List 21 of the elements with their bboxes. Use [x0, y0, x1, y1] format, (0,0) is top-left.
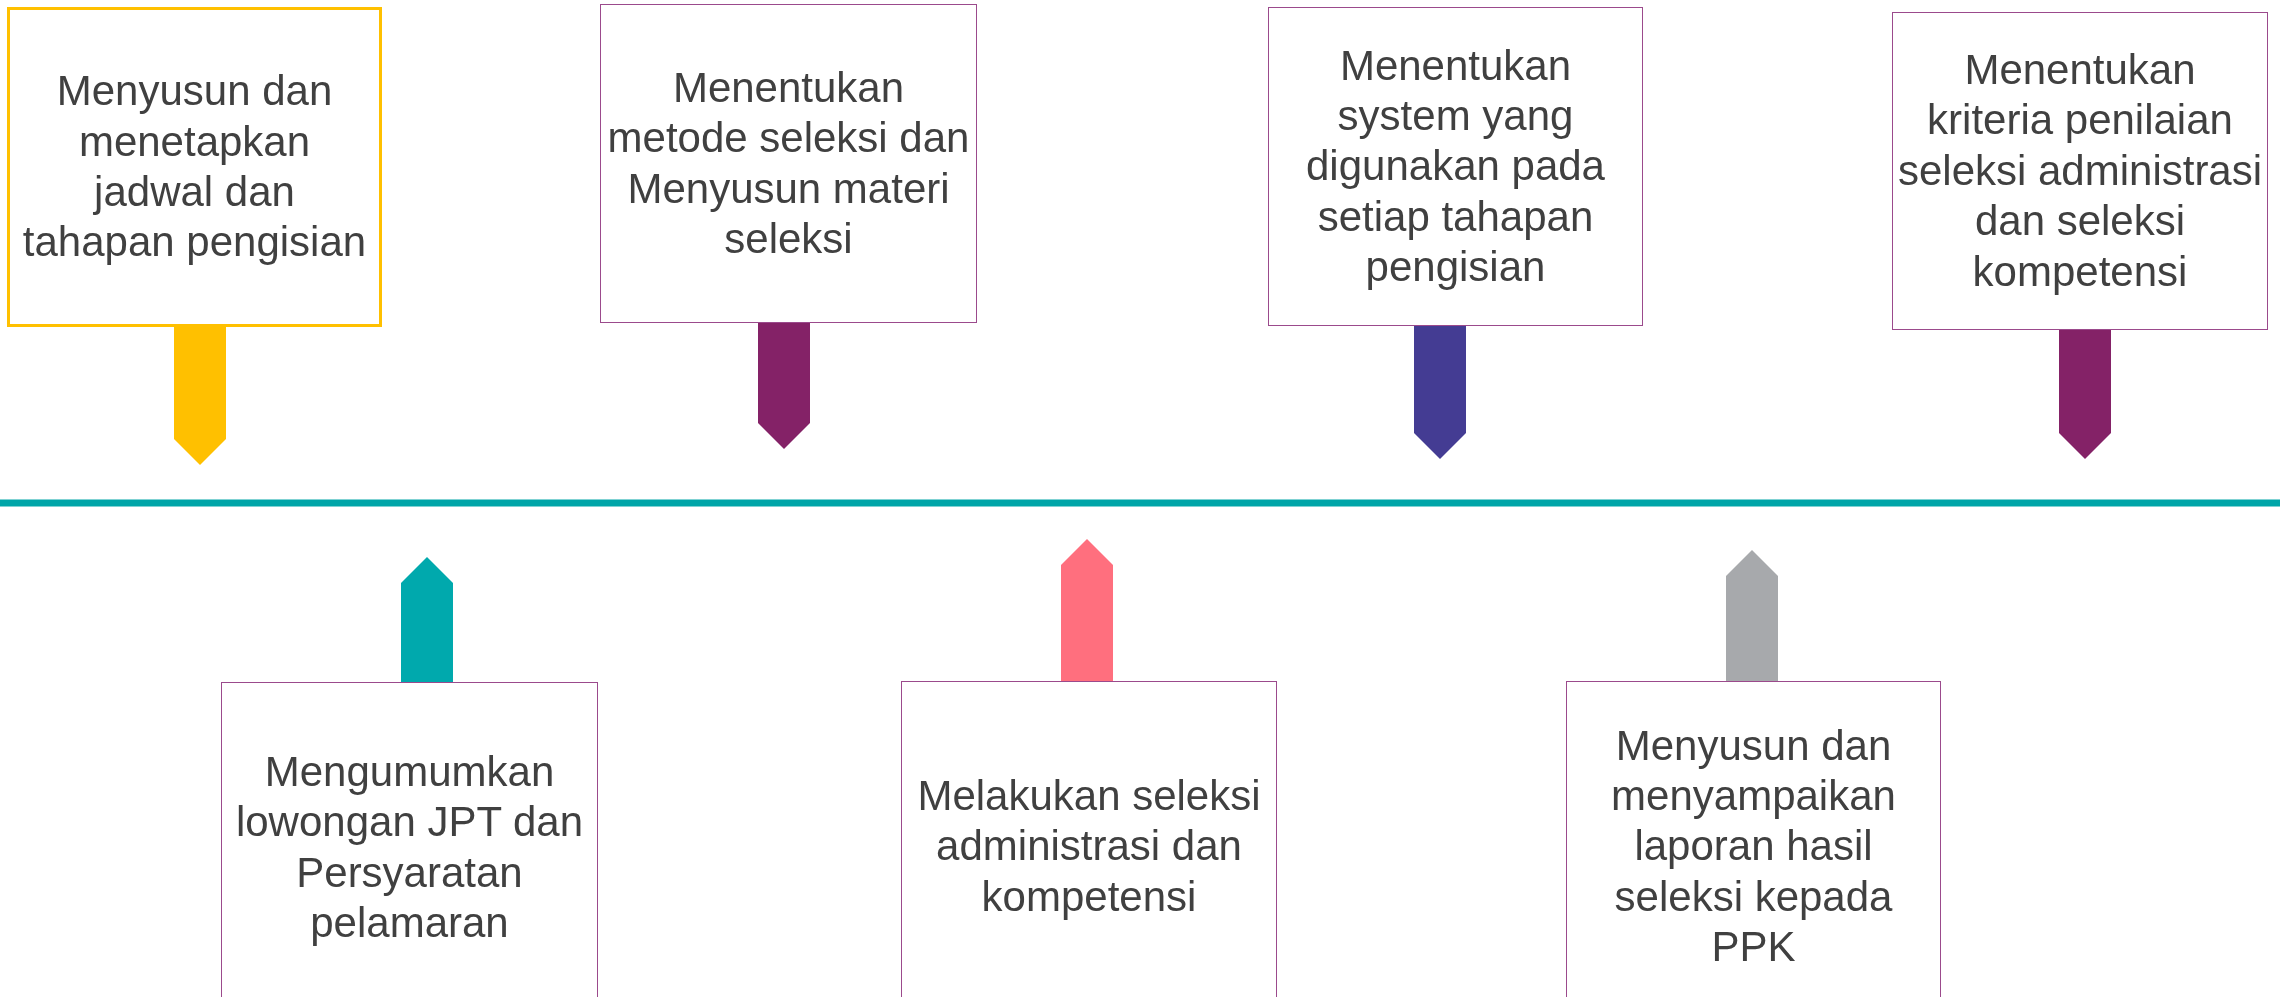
- pointer-arrow: [1726, 550, 1778, 681]
- step-box: [1566, 681, 1941, 997]
- pointer-arrow: [2059, 330, 2111, 459]
- pointer-arrow: [174, 327, 226, 465]
- step-text: Melakukan seleksi administrasi dan kompetensi: [916, 770, 1262, 922]
- step-box: [600, 4, 977, 323]
- step-box: [1892, 12, 2268, 330]
- step-box: [7, 7, 382, 327]
- step-text: Menentukan kriteria penilaian seleksi administrasi dan seleksi kompetensi: [1897, 45, 2263, 297]
- step-box: [1268, 7, 1643, 326]
- step-text: Menyusun dan menyampaikan laporan hasil seleksi kepada PPK: [1610, 720, 1897, 973]
- pointer-arrow: [758, 323, 810, 449]
- step-box: [901, 681, 1277, 997]
- pointer-arrow: [1061, 539, 1113, 681]
- pointer-arrow: [1414, 326, 1466, 459]
- step-box: [221, 682, 598, 997]
- step-text: Menyusun dan menetapkan jadwal dan tahapan pengisian: [21, 66, 368, 268]
- step-text: Menentukan metode seleksi dan Menyusun materi seleksi: [606, 62, 971, 264]
- step-text: Mengumumkan lowongan JPT dan Persyaratan pelamaran: [234, 746, 585, 948]
- step-text: Menentukan system yang digunakan pada setiap tahapan pengisian: [1305, 40, 1606, 293]
- pointer-arrow: [401, 557, 453, 682]
